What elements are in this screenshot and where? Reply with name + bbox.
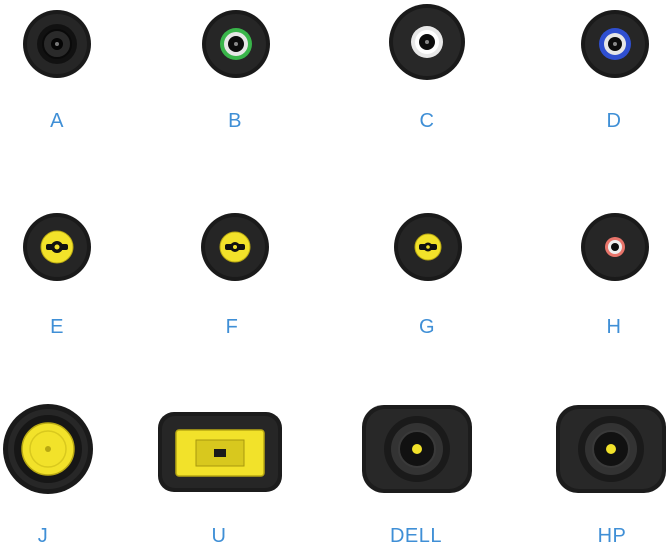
dc-barrel-plug-red-ring-icon: [581, 213, 649, 281]
dc-barrel-plug-yellow-icon: [201, 213, 269, 281]
dc-barrel-plug-black-icon: [23, 10, 91, 78]
connector-label-e: E: [50, 316, 64, 338]
connector-u: [156, 408, 284, 494]
connector-g: [393, 212, 463, 282]
dc-barrel-plug-yellow-icon: [394, 213, 462, 281]
connector-a: [21, 9, 93, 79]
dell-barrel-plug-icon: [362, 405, 472, 493]
connector-label-h: H: [606, 316, 622, 338]
connector-label-c: C: [419, 110, 435, 132]
dc-barrel-plug-green-ring-icon: [202, 10, 270, 78]
connector-f: [200, 212, 270, 282]
connector-c: [387, 3, 467, 81]
connector-label-g: G: [418, 316, 436, 338]
dc-barrel-plug-blue-ring-icon: [581, 10, 649, 78]
dc-barrel-plug-yellow-icon: [23, 213, 91, 281]
connector-hp: [554, 403, 668, 495]
connector-label-j: J: [37, 525, 49, 547]
connector-label-a: A: [50, 110, 64, 132]
connector-j: [2, 403, 94, 495]
connector-label-f: F: [225, 316, 239, 338]
connector-e: [22, 212, 92, 282]
rectangular-slim-tip-plug-icon: [158, 412, 282, 492]
dc-large-barrel-plug-yellow-icon: [3, 404, 93, 494]
connector-label-b: B: [228, 110, 242, 132]
connector-label-u: U: [211, 525, 227, 547]
connector-label-dell: DELL: [389, 525, 443, 547]
dc-barrel-plug-white-ring-icon: [389, 4, 465, 80]
connector-d: [579, 9, 651, 79]
connector-h: [580, 212, 650, 282]
connector-b: [200, 9, 272, 79]
hp-barrel-plug-icon: [556, 405, 666, 493]
connector-label-hp: HP: [597, 525, 627, 547]
connector-label-d: D: [606, 110, 622, 132]
connector-dell: [360, 403, 474, 495]
